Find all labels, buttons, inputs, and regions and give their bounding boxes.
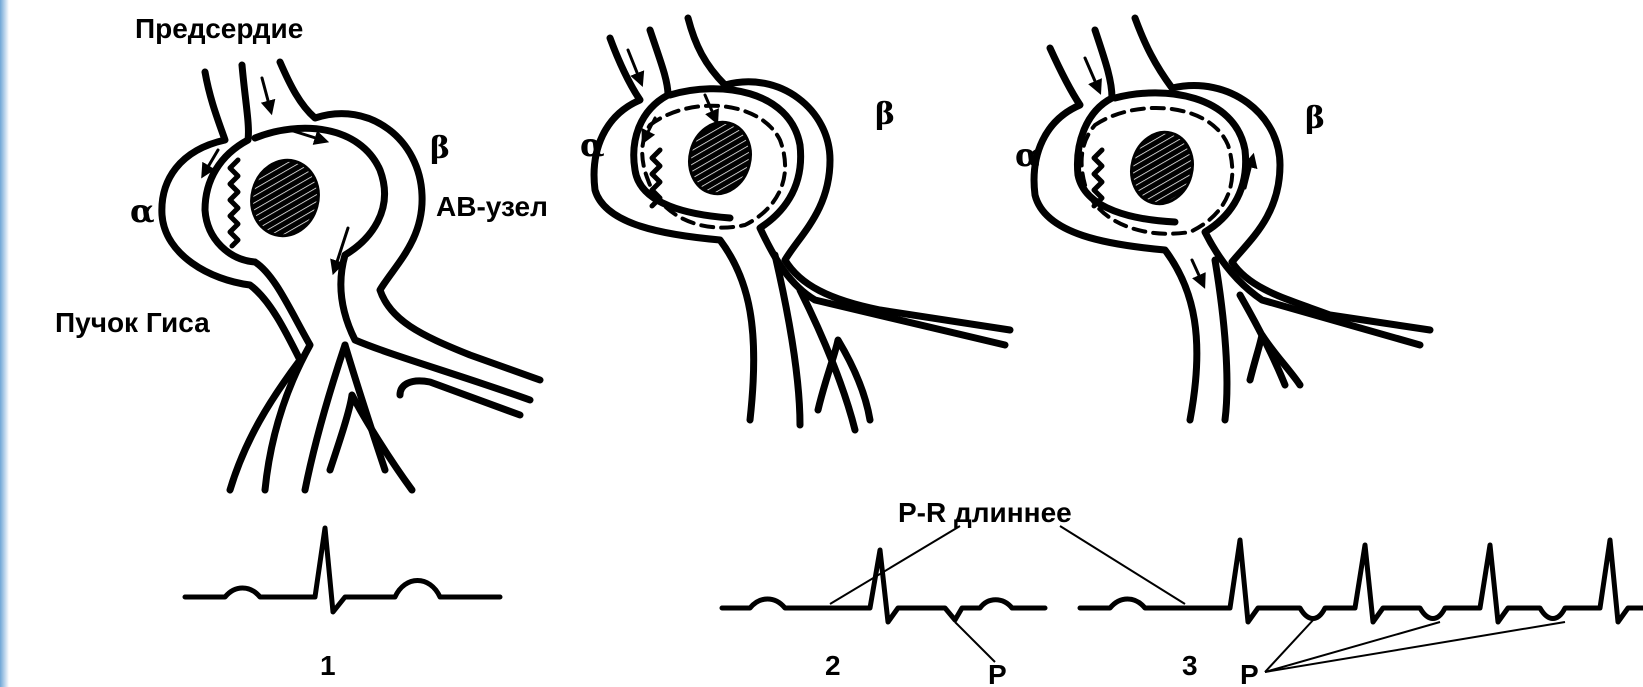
ecg-trace-3 bbox=[1080, 540, 1643, 622]
panel-1-central-obstacle bbox=[243, 153, 326, 243]
label-atrium: Предсердие bbox=[135, 13, 303, 44]
panel-3-arrow-down bbox=[1085, 58, 1098, 88]
panel-number-1: 1 bbox=[320, 650, 336, 681]
pr-callout-line-left bbox=[830, 526, 960, 604]
label-beta-2: β bbox=[875, 97, 895, 132]
label-beta-1: β bbox=[430, 131, 450, 166]
panel-2-heart bbox=[594, 18, 1010, 430]
label-p-wave-2: P bbox=[988, 659, 1007, 687]
label-alpha-2: α bbox=[580, 126, 605, 164]
panel-1-branch-lower-left bbox=[305, 345, 345, 490]
label-pr-longer: P-R длиннее bbox=[898, 497, 1072, 528]
ecg-trace-1 bbox=[185, 528, 500, 612]
panel-number-3: 3 bbox=[1182, 650, 1198, 681]
panel-1-slow-wave bbox=[230, 160, 238, 246]
label-p-wave-3: P bbox=[1240, 659, 1259, 687]
panel-2-arrow-alpha bbox=[645, 118, 655, 138]
p2-callout-line bbox=[955, 622, 995, 662]
label-his-bundle: Пучок Гиса bbox=[55, 307, 210, 338]
label-alpha-1: α bbox=[130, 192, 155, 230]
label-av-node: АВ-узел bbox=[436, 191, 548, 222]
label-alpha-3: α bbox=[1015, 136, 1040, 174]
panel-number-2: 2 bbox=[825, 650, 841, 681]
panel-1-heart bbox=[162, 62, 540, 490]
panel-3-heart bbox=[1034, 18, 1430, 420]
panel-1-arrow-down bbox=[262, 78, 270, 108]
panel-1-branch-inner-v bbox=[330, 395, 412, 490]
panel-3-branch-left bbox=[1215, 260, 1227, 420]
panel-1-branch-right bbox=[400, 381, 520, 415]
pr-callout-line-right bbox=[1060, 526, 1185, 604]
panel-2-central-obstacle bbox=[682, 115, 759, 200]
panel-3-central-obstacle bbox=[1124, 125, 1201, 210]
ecg-trace-2 bbox=[722, 550, 1045, 622]
label-beta-3: β bbox=[1305, 101, 1325, 136]
panel-3-arrow-node bbox=[1192, 260, 1202, 282]
